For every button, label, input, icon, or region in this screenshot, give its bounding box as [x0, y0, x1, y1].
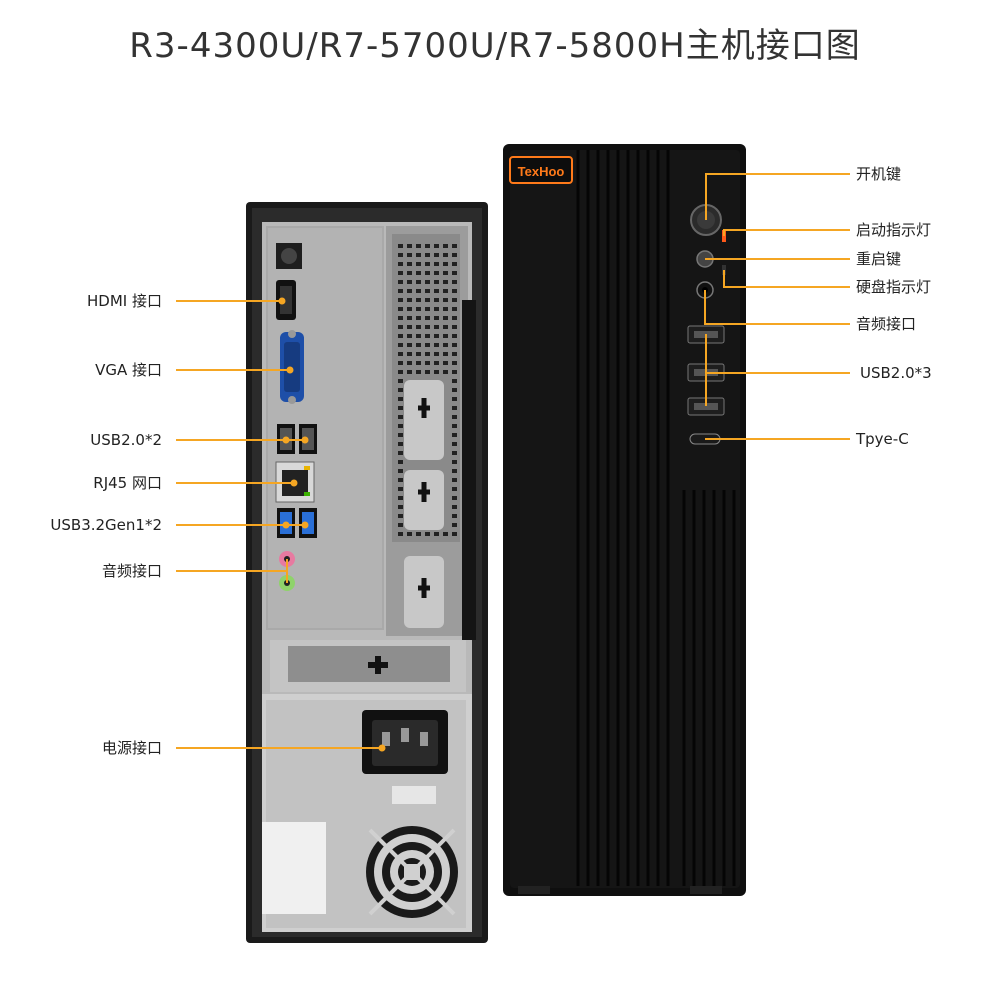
- rear-ports: [275, 243, 317, 591]
- label-usb20x3: USB2.0*3: [860, 364, 932, 382]
- label-power-led: 启动指示灯: [856, 221, 932, 239]
- label-usb20x2: USB2.0*2: [90, 431, 162, 449]
- label-reset: 重启键: [856, 250, 902, 268]
- label-power-button: 开机键: [856, 165, 902, 183]
- label-hdmi: HDMI 接口: [87, 292, 162, 310]
- label-typec: Tpye-C: [856, 430, 909, 448]
- label-audio-rear: 音频接口: [101, 562, 162, 580]
- rj45-port: [275, 461, 315, 503]
- label-audio-front: 音频接口: [856, 315, 917, 333]
- page-title: R3-4300U/R7-5700U/R7-5800H主机接口图: [129, 26, 861, 66]
- callout-lines: [176, 173, 850, 752]
- hdmi-port: [276, 280, 296, 320]
- label-vga: VGA 接口: [95, 361, 162, 379]
- label-usb32: USB3.2Gen1*2: [50, 516, 162, 534]
- front-case: [503, 144, 746, 896]
- vga-port: [280, 330, 304, 404]
- label-hdd-led: 硬盘指示灯: [856, 278, 932, 296]
- label-rj45: RJ45 网口: [93, 474, 162, 492]
- label-power-socket: 电源接口: [101, 739, 162, 757]
- brand-logo: TexHoo: [509, 156, 573, 184]
